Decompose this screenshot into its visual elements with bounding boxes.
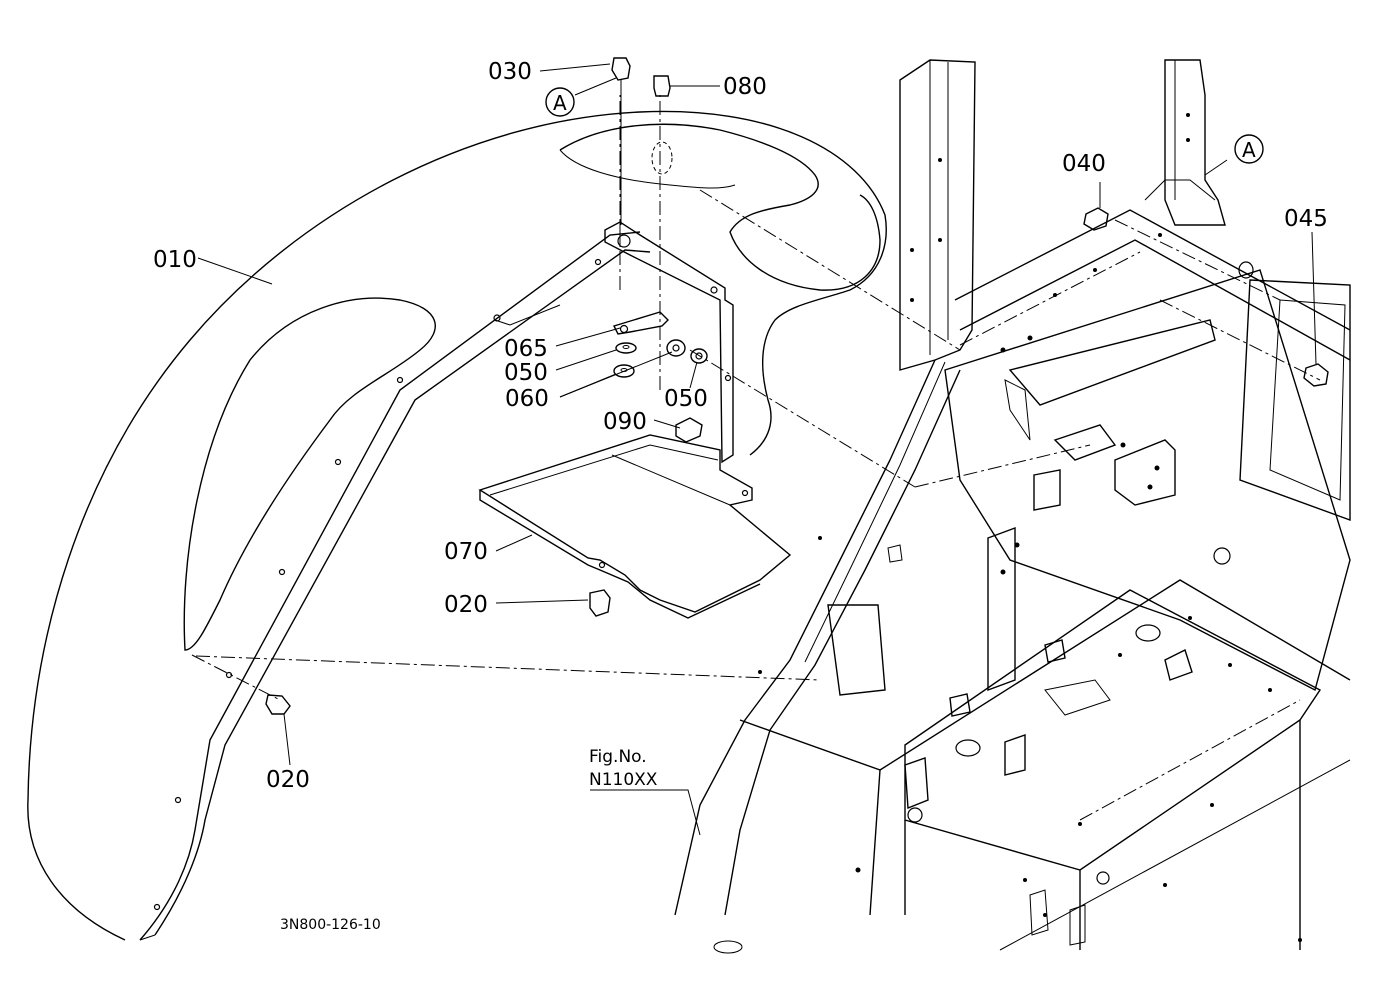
- leader-lines: [191, 63, 1321, 836]
- callout-a-left-letter: A: [553, 91, 567, 115]
- fig-ref-number: N110XX: [589, 770, 658, 790]
- fig-ref-title: Fig.No.: [589, 747, 647, 767]
- part-labels: 010 020 020 030 040 045 050 050 060 065 …: [153, 59, 1328, 793]
- fender: [27, 95, 887, 941]
- part-label-045: 045: [1284, 206, 1328, 232]
- part-label-040: 040: [1062, 151, 1106, 177]
- figure-code: 3N800-126-10: [280, 917, 381, 933]
- figure-reference: Fig.No. N110XX: [589, 747, 658, 790]
- callout-a-right: A: [1234, 134, 1264, 164]
- mounting-bracket: [604, 221, 734, 464]
- part-label-020-upper: 020: [444, 592, 488, 618]
- part-label-050-left: 050: [504, 360, 548, 386]
- part-label-070: 070: [444, 539, 488, 565]
- part-label-030: 030: [488, 59, 532, 85]
- callout-a-right-letter: A: [1242, 138, 1256, 162]
- part-label-060: 060: [505, 386, 549, 412]
- hardware: [265, 57, 1329, 715]
- part-label-010: 010: [153, 247, 197, 273]
- part-label-080: 080: [723, 74, 767, 100]
- callout-a-left: A: [545, 87, 575, 117]
- tray: [478, 434, 792, 619]
- part-label-020-lower: 020: [266, 767, 310, 793]
- part-label-065: 065: [504, 336, 548, 362]
- part-label-050-right: 050: [664, 386, 708, 412]
- cab-frame: [674, 59, 1351, 954]
- part-label-090: 090: [603, 409, 647, 435]
